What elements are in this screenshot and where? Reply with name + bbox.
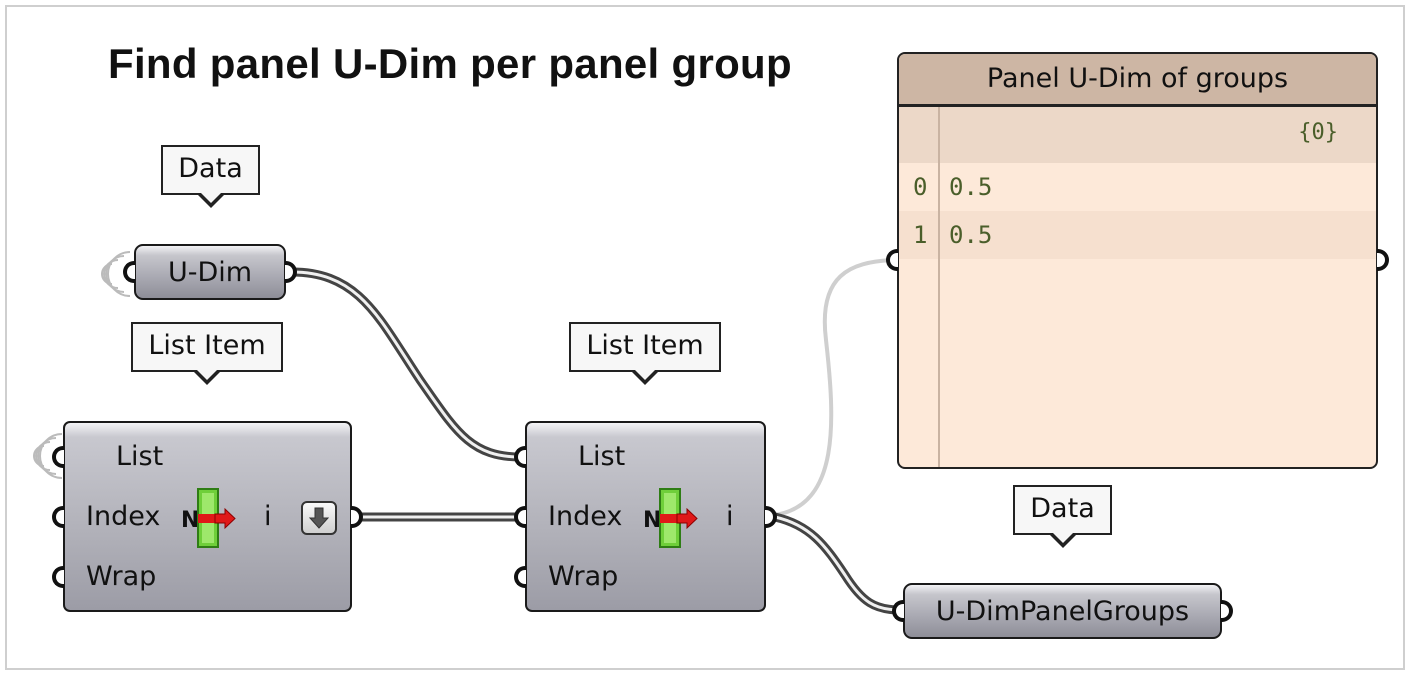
- panel-udim-of-groups[interactable]: Panel U-Dim of groups {0} 0 0.5 1 0.5: [897, 52, 1378, 469]
- bubble-label: Data: [178, 153, 243, 184]
- wireless-waves-icon: [33, 433, 63, 479]
- bubble-label: Data: [1030, 493, 1095, 524]
- wrap-input-label: Wrap: [86, 561, 157, 592]
- list-input-label: List: [116, 441, 164, 472]
- i-output-grip[interactable]: [351, 506, 363, 528]
- wrap-input-grip[interactable]: [52, 566, 64, 588]
- udim-label: U-Dim: [167, 256, 253, 288]
- wire-udim-to-list[interactable]: [291, 267, 521, 462]
- udim-input-grip[interactable]: [123, 261, 135, 283]
- wrap-toggle-button[interactable]: [301, 501, 337, 535]
- n-glyph: N: [181, 508, 199, 533]
- n-glyph: N: [643, 508, 661, 533]
- bubble-label: List Item: [586, 330, 704, 361]
- udim-parameter[interactable]: U-Dim: [134, 244, 286, 300]
- list-input-label: List: [578, 441, 626, 472]
- list-input-grip[interactable]: [52, 446, 64, 468]
- list-item-icon: N: [181, 488, 236, 548]
- i-output-label: i: [264, 501, 272, 532]
- wire-to-panel[interactable]: [774, 258, 894, 517]
- output-parameter[interactable]: U-DimPanelGroups: [903, 583, 1222, 639]
- bubble-label: List Item: [148, 330, 266, 361]
- udim-output-grip[interactable]: [285, 261, 297, 283]
- list-input-grip[interactable]: [514, 446, 526, 468]
- i-output-label: i: [726, 501, 734, 532]
- output-param-input-grip[interactable]: [892, 600, 904, 622]
- panel-branch-header: {0}: [899, 107, 1376, 163]
- list-item-component-2[interactable]: List Index Wrap i N: [525, 421, 766, 612]
- list-item-2-bubble: List Item: [569, 322, 721, 385]
- udim-data-bubble: Data: [161, 145, 260, 208]
- down-arrow-icon: [308, 507, 330, 529]
- list-item-1-bubble: List Item: [131, 322, 283, 385]
- panel-title: Panel U-Dim of groups: [899, 54, 1376, 107]
- page-title: Find panel U-Dim per panel group: [108, 40, 792, 87]
- panel-index-separator: [938, 107, 940, 467]
- output-param-output-grip[interactable]: [1221, 600, 1233, 622]
- wrap-input-grip[interactable]: [514, 566, 526, 588]
- list-item-icon: N: [643, 488, 698, 548]
- panel-input-grip[interactable]: [886, 249, 898, 271]
- wire-to-output[interactable]: [773, 512, 901, 615]
- output-data-bubble: Data: [1013, 485, 1112, 548]
- panel-row: 1 0.5: [899, 211, 1376, 259]
- output-label: U-DimPanelGroups: [935, 595, 1190, 627]
- row-value: 0.5: [949, 221, 993, 249]
- row-value: 0.5: [949, 173, 993, 201]
- index-input-grip[interactable]: [514, 506, 526, 528]
- i-output-grip[interactable]: [765, 506, 777, 528]
- wrap-input-label: Wrap: [548, 561, 619, 592]
- panel-row: 0 0.5: [899, 163, 1376, 211]
- index-input-label: Index: [86, 501, 161, 532]
- branch-path: {0}: [1298, 120, 1338, 145]
- row-index: 1: [913, 221, 928, 249]
- index-input-label: Index: [548, 501, 623, 532]
- index-input-grip[interactable]: [52, 506, 64, 528]
- row-index: 0: [913, 173, 928, 201]
- wireless-waves-icon: [101, 251, 131, 297]
- list-item-component-1[interactable]: List Index Wrap i N: [63, 421, 352, 612]
- panel-output-grip[interactable]: [1377, 249, 1389, 271]
